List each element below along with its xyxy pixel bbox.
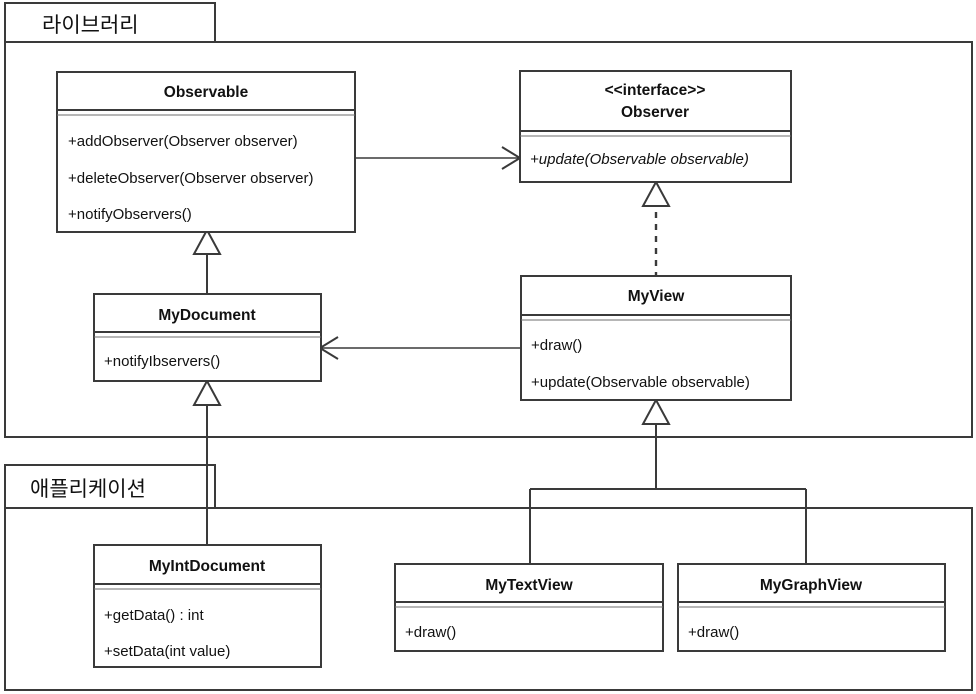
package-library-tab <box>4 2 216 43</box>
class-myintdocument-member-0: +getData() : int <box>104 607 204 624</box>
class-myview-member-0: +draw() <box>531 337 582 354</box>
class-observable-member-1: +deleteObserver(Observer observer) <box>68 170 314 187</box>
class-myintdocument[interactable]: MyIntDocument +getData() : int +setData(… <box>93 544 322 668</box>
class-mygraphview[interactable]: MyGraphView +draw() <box>677 563 946 652</box>
class-mytextview-member-0: +draw() <box>405 624 456 641</box>
package-application-tab <box>4 464 216 509</box>
class-mydocument-name: MyDocument <box>158 307 255 324</box>
class-observable-member-2: +notifyObservers() <box>68 206 192 223</box>
class-observer-stereotype: <<interface>> <box>605 82 706 99</box>
class-mydocument-member-0: +notifyIbservers() <box>104 353 220 370</box>
class-mytextview-name: MyTextView <box>485 577 573 594</box>
class-mygraphview-name: MyGraphView <box>760 577 863 594</box>
class-myintdocument-box <box>93 544 322 668</box>
class-observable[interactable]: Observable +addObserver(Observer observe… <box>56 71 356 233</box>
class-observer-member-0: +update(Observable observable) <box>530 151 749 168</box>
class-myintdocument-member-1: +setData(int value) <box>104 643 230 660</box>
class-mygraphview-member-0: +draw() <box>688 624 739 641</box>
class-observer[interactable]: <<interface>> Observer +update(Observabl… <box>519 70 792 183</box>
class-observer-box <box>519 70 792 183</box>
class-observable-box <box>56 71 356 233</box>
package-library-label: 라이브러리 <box>42 14 139 37</box>
class-myview-name: MyView <box>628 288 686 305</box>
class-myview[interactable]: MyView +draw() +update(Observable observ… <box>520 275 792 401</box>
class-myview-member-1: +update(Observable observable) <box>531 374 750 391</box>
class-observable-name: Observable <box>164 84 249 101</box>
package-application-label: 애플리케이션 <box>30 478 146 501</box>
class-observable-member-0: +addObserver(Observer observer) <box>68 133 298 150</box>
class-myview-box <box>520 275 792 401</box>
class-myintdocument-name: MyIntDocument <box>149 558 265 575</box>
edge-myintdocument-extends-mydocument <box>192 378 222 547</box>
class-observer-name: Observer <box>621 104 689 121</box>
class-mytextview[interactable]: MyTextView +draw() <box>394 563 664 652</box>
class-mydocument[interactable]: MyDocument +notifyIbservers() <box>93 293 322 382</box>
edge-views-extend-myview <box>529 397 807 564</box>
edge-myview-realizes-observer <box>641 179 671 278</box>
edge-mydocument-extends-observable <box>192 227 222 296</box>
